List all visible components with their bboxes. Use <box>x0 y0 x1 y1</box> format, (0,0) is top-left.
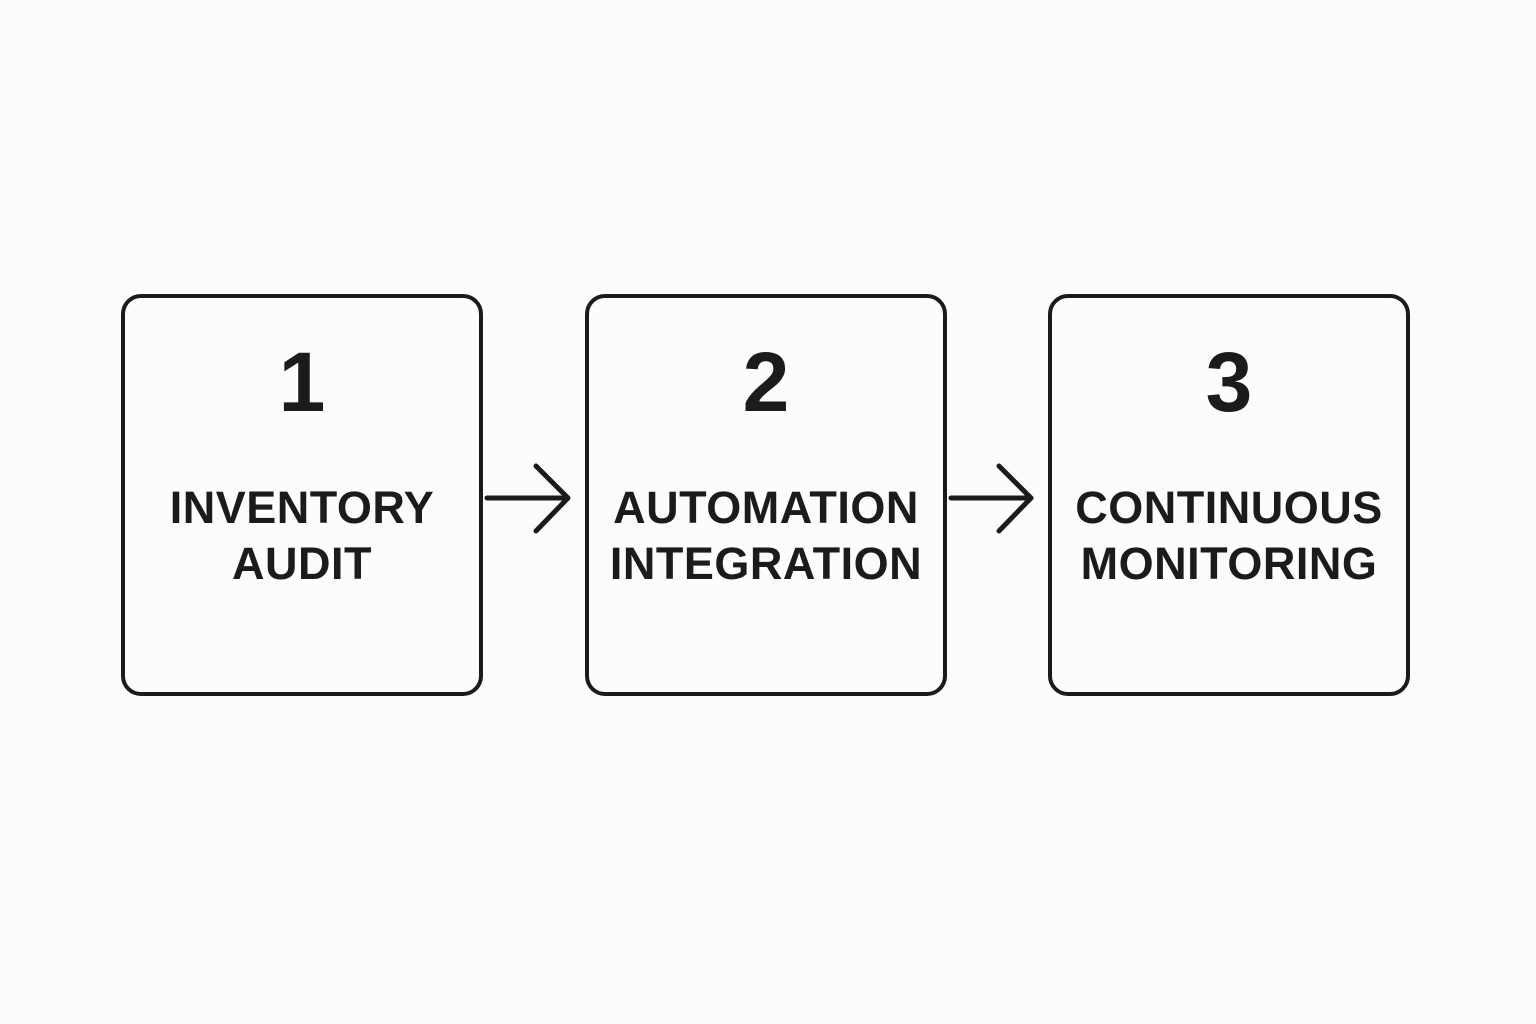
step-label-1-line-1: INVENTORY <box>169 482 435 533</box>
step-label-2-line-1: AUTOMATION <box>613 482 919 533</box>
step-label-2: AUTOMATION INTEGRATION <box>589 480 943 592</box>
step-box-1: 1 INVENTORY AUDIT <box>121 294 483 696</box>
step-number-2: 2 <box>742 335 790 429</box>
step-label-1: INVENTORY AUDIT <box>125 480 479 592</box>
step-label-3-line-1: CONTINUOUS <box>1075 482 1383 533</box>
arrow-right-icon-2 <box>948 463 1034 534</box>
step-label-3-line-2: MONITORING <box>1080 538 1378 589</box>
step-box-3: 3 CONTINUOUS MONITORING <box>1048 294 1410 696</box>
arrow-right-icon-1 <box>484 463 571 534</box>
step-number-1: 1 <box>278 335 326 429</box>
step-label-1-line-2: AUDIT <box>232 538 372 589</box>
step-box-2: 2 AUTOMATION INTEGRATION <box>585 294 947 696</box>
step-label-2-line-2: INTEGRATION <box>609 538 923 589</box>
step-number-3: 3 <box>1205 335 1253 429</box>
step-label-3: CONTINUOUS MONITORING <box>1052 480 1406 592</box>
